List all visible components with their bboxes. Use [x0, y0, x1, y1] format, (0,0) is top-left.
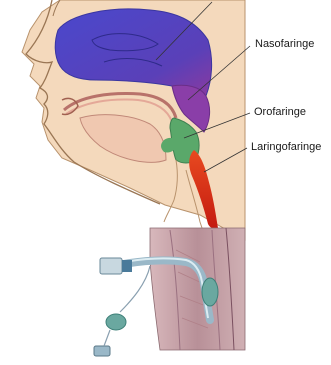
tube-connector-end — [122, 260, 132, 272]
label-laringofaringe: Laringofaringe — [251, 141, 321, 153]
tube-cuff — [202, 278, 218, 306]
pilot-valve — [94, 346, 110, 356]
label-nasofaringe: Nasofaringe — [255, 38, 314, 50]
tube-connector — [100, 258, 122, 274]
pilot-line — [120, 266, 150, 312]
pilot-balloon — [106, 314, 126, 330]
label-orofaringe: Orofaringe — [254, 106, 306, 118]
pilot-valve-stem — [104, 330, 110, 346]
